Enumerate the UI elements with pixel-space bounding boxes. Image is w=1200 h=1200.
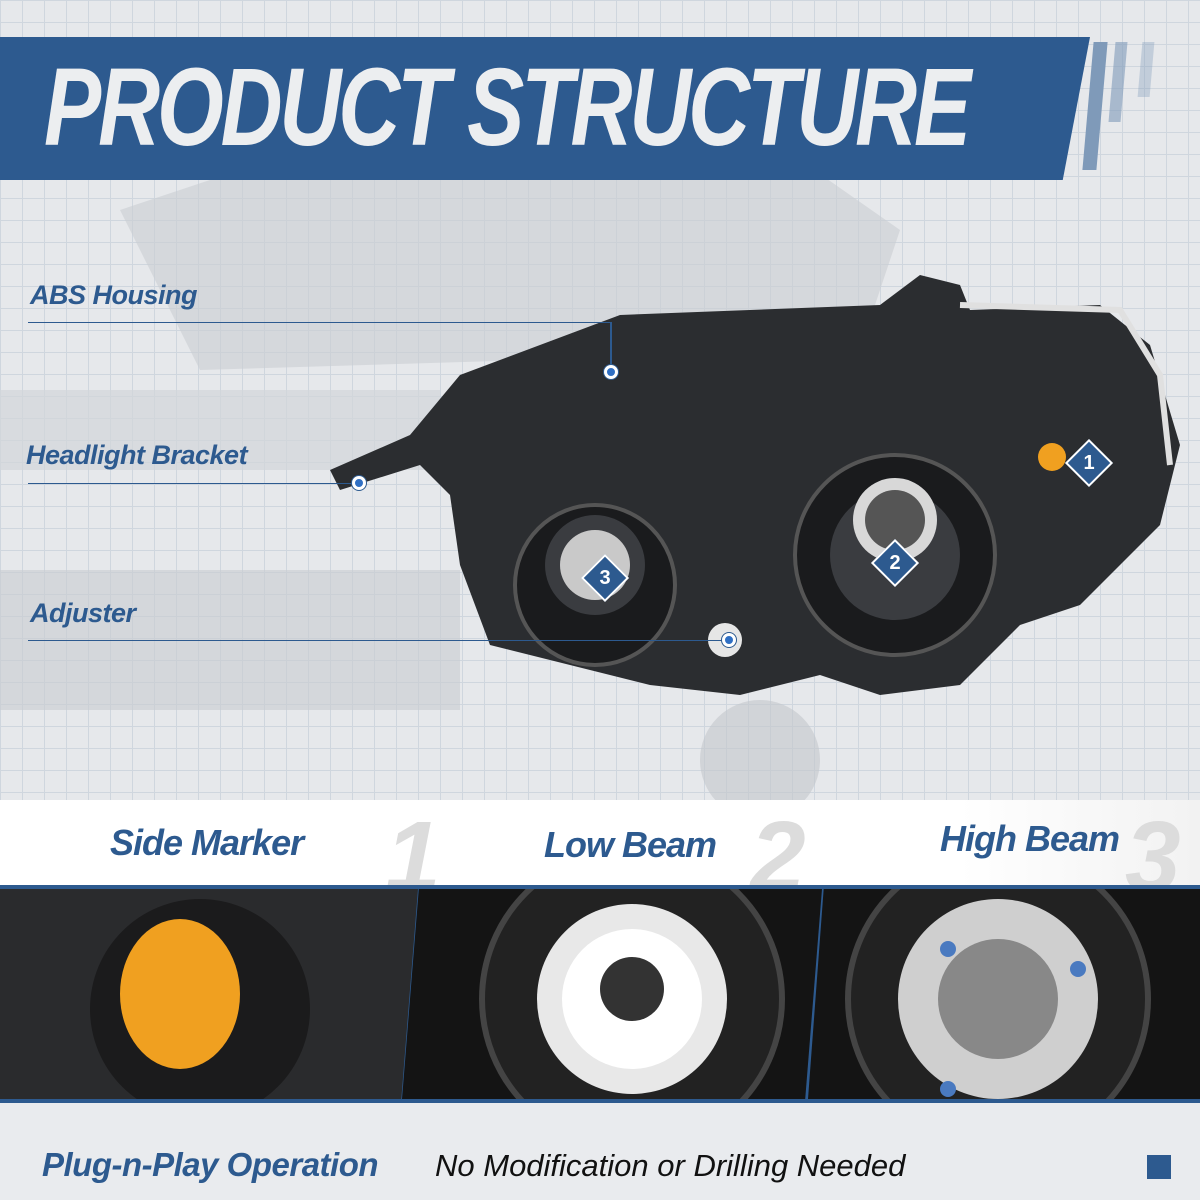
headlight-image <box>330 275 1180 695</box>
callout-underline <box>28 640 728 641</box>
feature-band <box>0 800 1200 885</box>
callout-underline <box>28 483 358 484</box>
page-title: PRODUCT STRUCTURE <box>44 46 971 169</box>
feature-label-low-beam: Low Beam <box>544 824 717 865</box>
callout-dot <box>604 365 618 379</box>
decor-square <box>1147 1155 1171 1179</box>
marker-number: 3 <box>599 567 611 589</box>
title-banner <box>0 37 1090 180</box>
callout-headlight-bracket: Headlight Bracket <box>26 440 248 470</box>
callout-abs-housing: ABS Housing <box>30 280 198 310</box>
callout-leader <box>610 322 612 370</box>
marker-number: 2 <box>889 552 901 574</box>
feature-label-high-beam: High Beam <box>940 818 1120 859</box>
callout-dot <box>352 476 366 490</box>
photo-low-beam <box>402 889 822 1099</box>
feature-photos <box>0 885 1200 1103</box>
callout-adjuster: Adjuster <box>30 598 136 628</box>
callout-dot <box>722 633 736 647</box>
callout-underline <box>28 322 611 323</box>
photo-side-marker <box>0 889 418 1099</box>
marker-number: 1 <box>1083 452 1095 474</box>
footer-headline: Plug-n-Play Operation <box>42 1146 379 1183</box>
photo-high-beam <box>808 889 1200 1099</box>
feature-label-side-marker: Side Marker <box>110 822 304 863</box>
footer-subtext: No Modification or Drilling Needed <box>435 1148 906 1183</box>
